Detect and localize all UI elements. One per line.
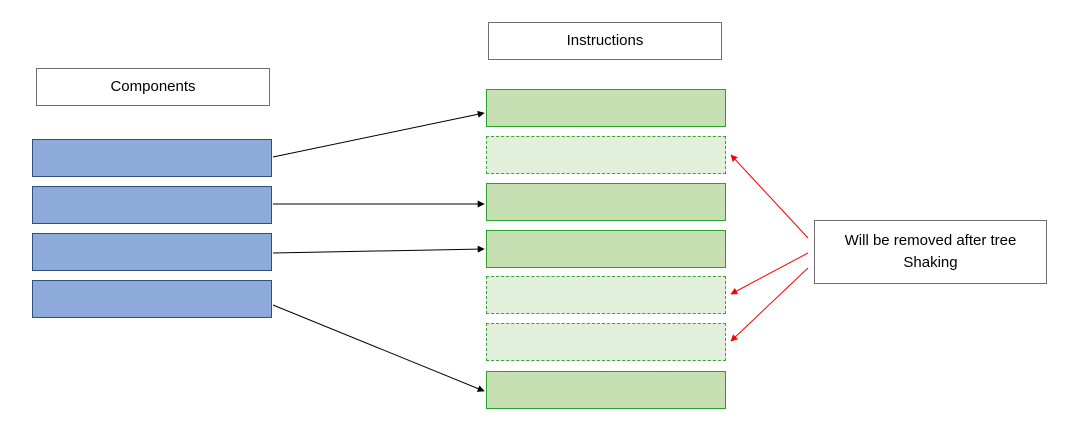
component-block-2 (32, 186, 272, 224)
instruction-block-5-removed (486, 276, 726, 314)
instructions-header: Instructions (488, 22, 722, 60)
component-block-3 (32, 233, 272, 271)
instruction-block-2-removed (486, 136, 726, 174)
instruction-block-4 (486, 230, 726, 268)
link-arrow-c3-to-i4 (272, 245, 485, 254)
removal-arrow-to-i2 (730, 154, 809, 239)
component-block-4 (32, 280, 272, 318)
instruction-block-1 (486, 89, 726, 127)
instructions-header-text: Instructions (566, 32, 644, 49)
components-header: Components (36, 68, 270, 106)
instruction-block-7 (486, 371, 726, 409)
instruction-block-3 (486, 183, 726, 221)
removal-arrow-to-i5 (730, 252, 809, 295)
removal-arrow-to-i6 (730, 267, 809, 342)
link-arrow-c4-to-i7 (272, 304, 485, 392)
tree-shaking-note-text: Will be removed after tree Shaking (844, 232, 1017, 271)
tree-shaking-note: Will be removed after tree Shaking (814, 220, 1047, 284)
components-header-text: Components (110, 78, 196, 95)
instruction-block-6-removed (486, 323, 726, 361)
link-arrow-c1-to-i1 (272, 110, 485, 158)
component-block-1 (32, 139, 272, 177)
